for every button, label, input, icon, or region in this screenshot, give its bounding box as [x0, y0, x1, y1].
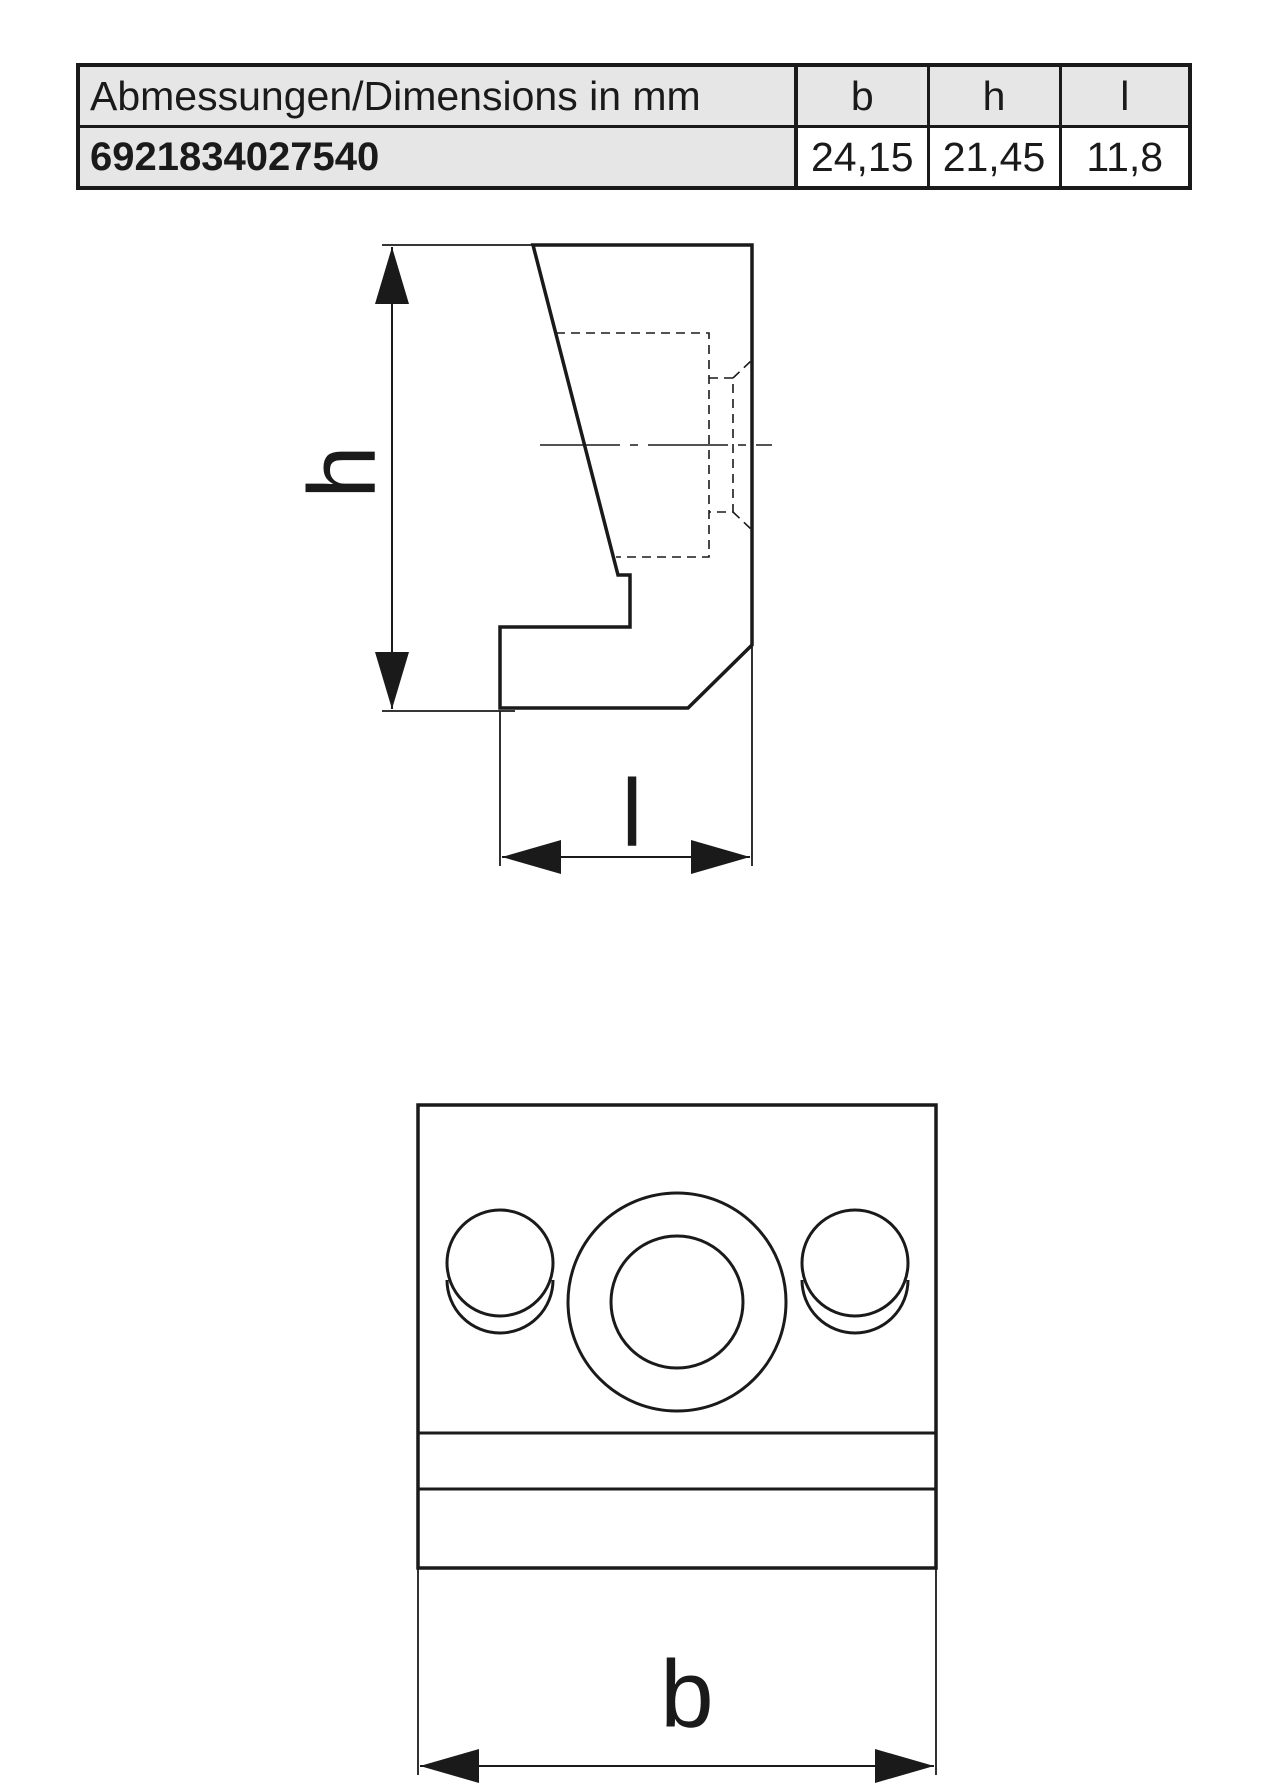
table-title: Abmessungen/Dimensions in mm	[76, 63, 798, 128]
table-header-row: Abmessungen/Dimensions in mm b h l	[76, 63, 1192, 128]
column-header-h: h	[926, 63, 1062, 128]
bolt-hole	[609, 1234, 745, 1370]
hidden-lines	[556, 332, 753, 558]
arrow-b-left	[420, 1749, 479, 1783]
counterbore-outer	[566, 1191, 788, 1413]
dimensions-table: Abmessungen/Dimensions in mm b h l 69218…	[76, 63, 1192, 190]
value-b: 24,15	[794, 125, 930, 190]
pin-hole-left	[445, 1208, 555, 1335]
front-view-outline	[416, 1103, 938, 1570]
front-view-arrows	[420, 1749, 934, 1783]
arrow-l-right	[691, 840, 750, 874]
side-view-arrows	[375, 247, 750, 874]
front-view	[416, 1103, 938, 1775]
value-l: 11,8	[1058, 125, 1192, 190]
side-view	[382, 243, 772, 866]
dimension-label-b: b	[660, 1641, 713, 1748]
column-header-b: b	[794, 63, 930, 128]
side-view-outline	[498, 243, 754, 710]
dimension-label-h: h	[289, 445, 396, 498]
pin-hole-right	[800, 1208, 910, 1335]
arrow-b-right	[875, 1749, 934, 1783]
arrow-h-bottom	[375, 652, 409, 709]
column-header-l: l	[1058, 63, 1192, 128]
dimension-label-l: l	[621, 760, 642, 867]
arrow-l-left	[502, 840, 561, 874]
table-row: 6921834027540 24,15 21,45 11,8	[76, 125, 1192, 190]
value-h: 21,45	[926, 125, 1062, 190]
article-number: 6921834027540	[76, 125, 798, 190]
arrow-h-top	[375, 247, 409, 304]
